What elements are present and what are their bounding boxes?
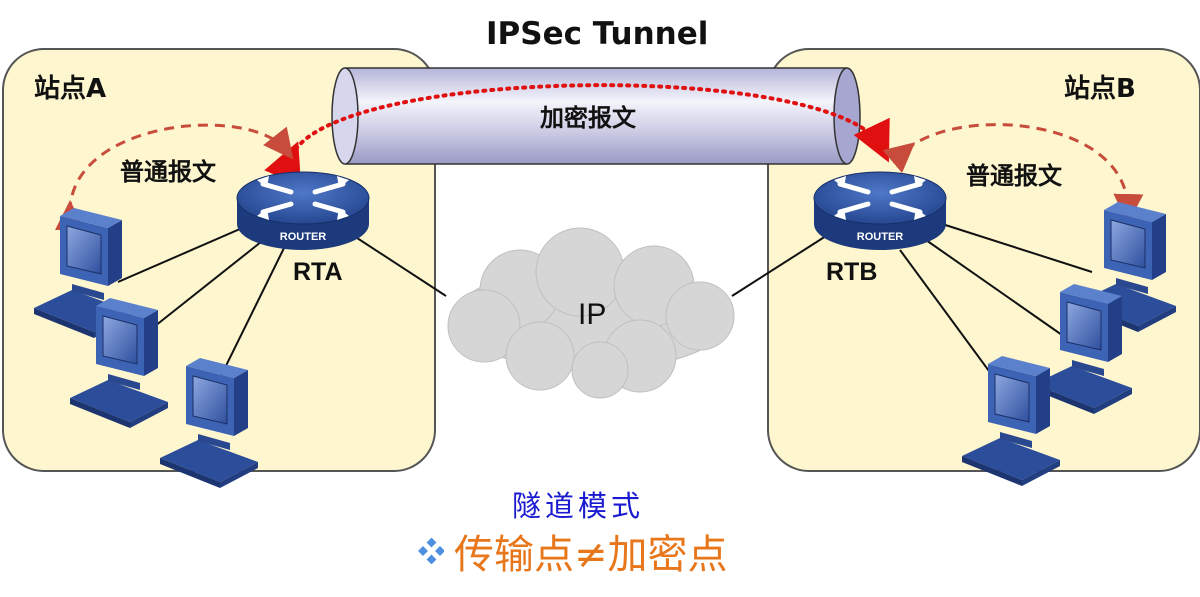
- router-rtb-label: RTB: [826, 258, 878, 286]
- diagram-title: IPSec Tunnel: [486, 16, 709, 52]
- encrypted-traffic-label: 加密报文: [540, 104, 636, 132]
- router-badge: ROUTER: [857, 231, 904, 243]
- computer-icon: [159, 357, 259, 489]
- ip-network-label: IP: [578, 298, 607, 331]
- computer-icon: [961, 355, 1061, 487]
- tunnel-mode-caption: 隧道模式: [512, 489, 645, 523]
- formula-text: 传输点≠加密点: [454, 532, 728, 578]
- site-a-label: 站点A: [34, 74, 107, 104]
- plain-traffic-arrow-a: [54, 123, 294, 231]
- router-rta-icon: ROUTER: [236, 171, 370, 250]
- plain-traffic-label-a: 普通报文: [120, 158, 216, 186]
- plain-traffic-label-b: 普通报文: [966, 162, 1062, 190]
- ip-cloud: [447, 227, 735, 399]
- site-b-label: 站点B: [1064, 74, 1136, 104]
- site-b-links: [731, 221, 1093, 387]
- router-badge: ROUTER: [280, 231, 327, 243]
- diamond-bullet-icon: [418, 538, 444, 564]
- router-rtb-icon: ROUTER: [813, 171, 947, 250]
- router-rta-label: RTA: [293, 258, 343, 286]
- encrypted-traffic-arrow: [264, 83, 890, 186]
- plain-traffic-arrow-b: [882, 123, 1144, 224]
- site-a-links: [117, 221, 447, 383]
- formula-line: 传输点≠加密点: [418, 522, 728, 580]
